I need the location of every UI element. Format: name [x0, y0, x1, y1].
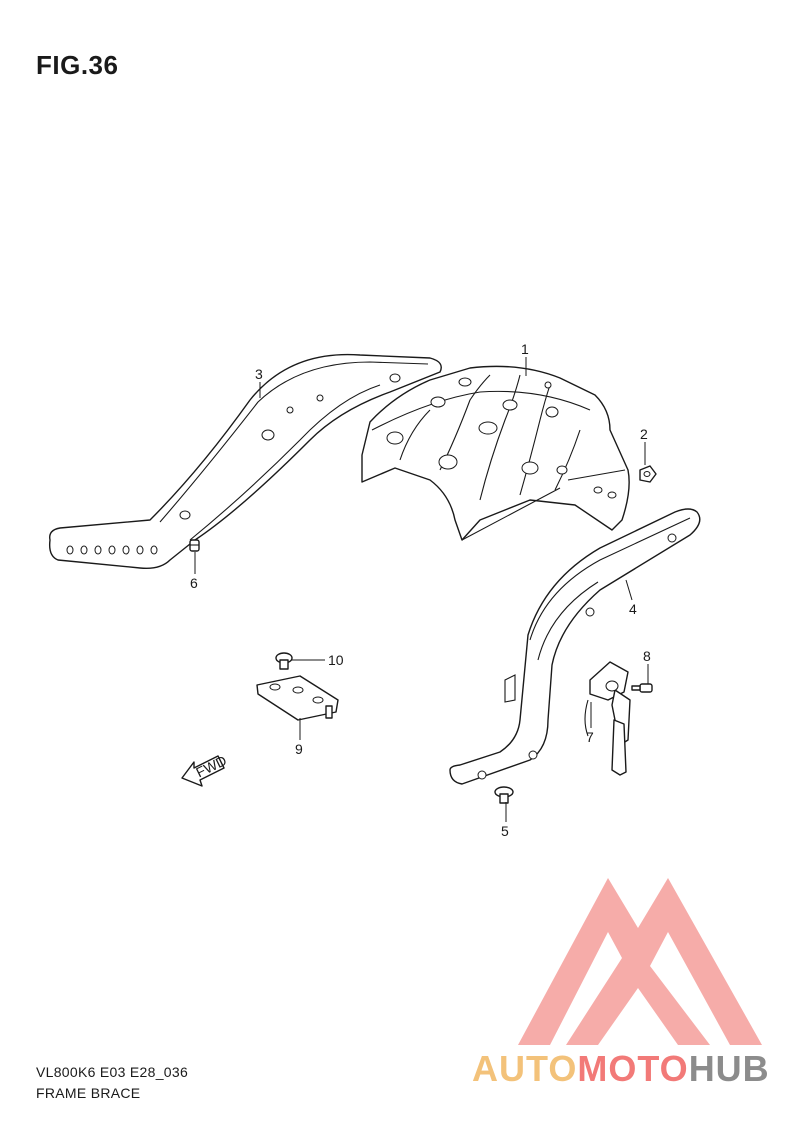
diagram-code: VL800K6 E03 E28_036: [36, 1064, 189, 1080]
part-6-bolt: [189, 539, 200, 552]
fwd-label: FWD: [193, 752, 229, 780]
callout-4: 4: [629, 601, 637, 617]
part-4-right-frame-brace: [449, 508, 701, 785]
part-1-rear-fender-brace: [361, 365, 630, 541]
part-9-plate: [256, 675, 339, 721]
callout-8: 8: [643, 648, 651, 664]
part-8-bolt: [631, 683, 653, 693]
callout-9: 9: [295, 741, 303, 757]
fwd-direction-arrow: FWD: [181, 752, 229, 787]
part-7-latch-assembly: [584, 661, 631, 776]
callout-5: 5: [501, 823, 509, 839]
part-1-holes: [386, 377, 617, 499]
automotohub-logo: [518, 878, 762, 1045]
wordmark-auto: AUTO: [472, 1048, 578, 1089]
leader-lines: [194, 357, 649, 822]
wordmark-moto: MOTO: [577, 1048, 689, 1089]
part-5-screw: [494, 786, 514, 804]
callout-numbers: 1 2 3 4 5 6 7 8 9 10: [190, 341, 651, 839]
part-10-screw: [275, 652, 293, 670]
figure-title: FIG.36: [36, 50, 119, 80]
diagram-name: FRAME BRACE: [36, 1085, 141, 1101]
callout-3: 3: [255, 366, 263, 382]
part-3-slots: [66, 545, 158, 555]
callout-10: 10: [328, 652, 344, 668]
part-2-nut: [639, 465, 657, 483]
part-3-bosses: [179, 373, 401, 520]
callout-6: 6: [190, 575, 198, 591]
wordmark-hub: HUB: [688, 1048, 770, 1089]
callout-7: 7: [586, 729, 594, 745]
part-4-holes: [477, 533, 677, 780]
callout-1: 1: [521, 341, 529, 357]
callout-2: 2: [640, 426, 648, 442]
automotohub-wordmark: AUTOMOTOHUB: [472, 1048, 770, 1090]
part-3-left-frame-brace: [48, 353, 442, 570]
